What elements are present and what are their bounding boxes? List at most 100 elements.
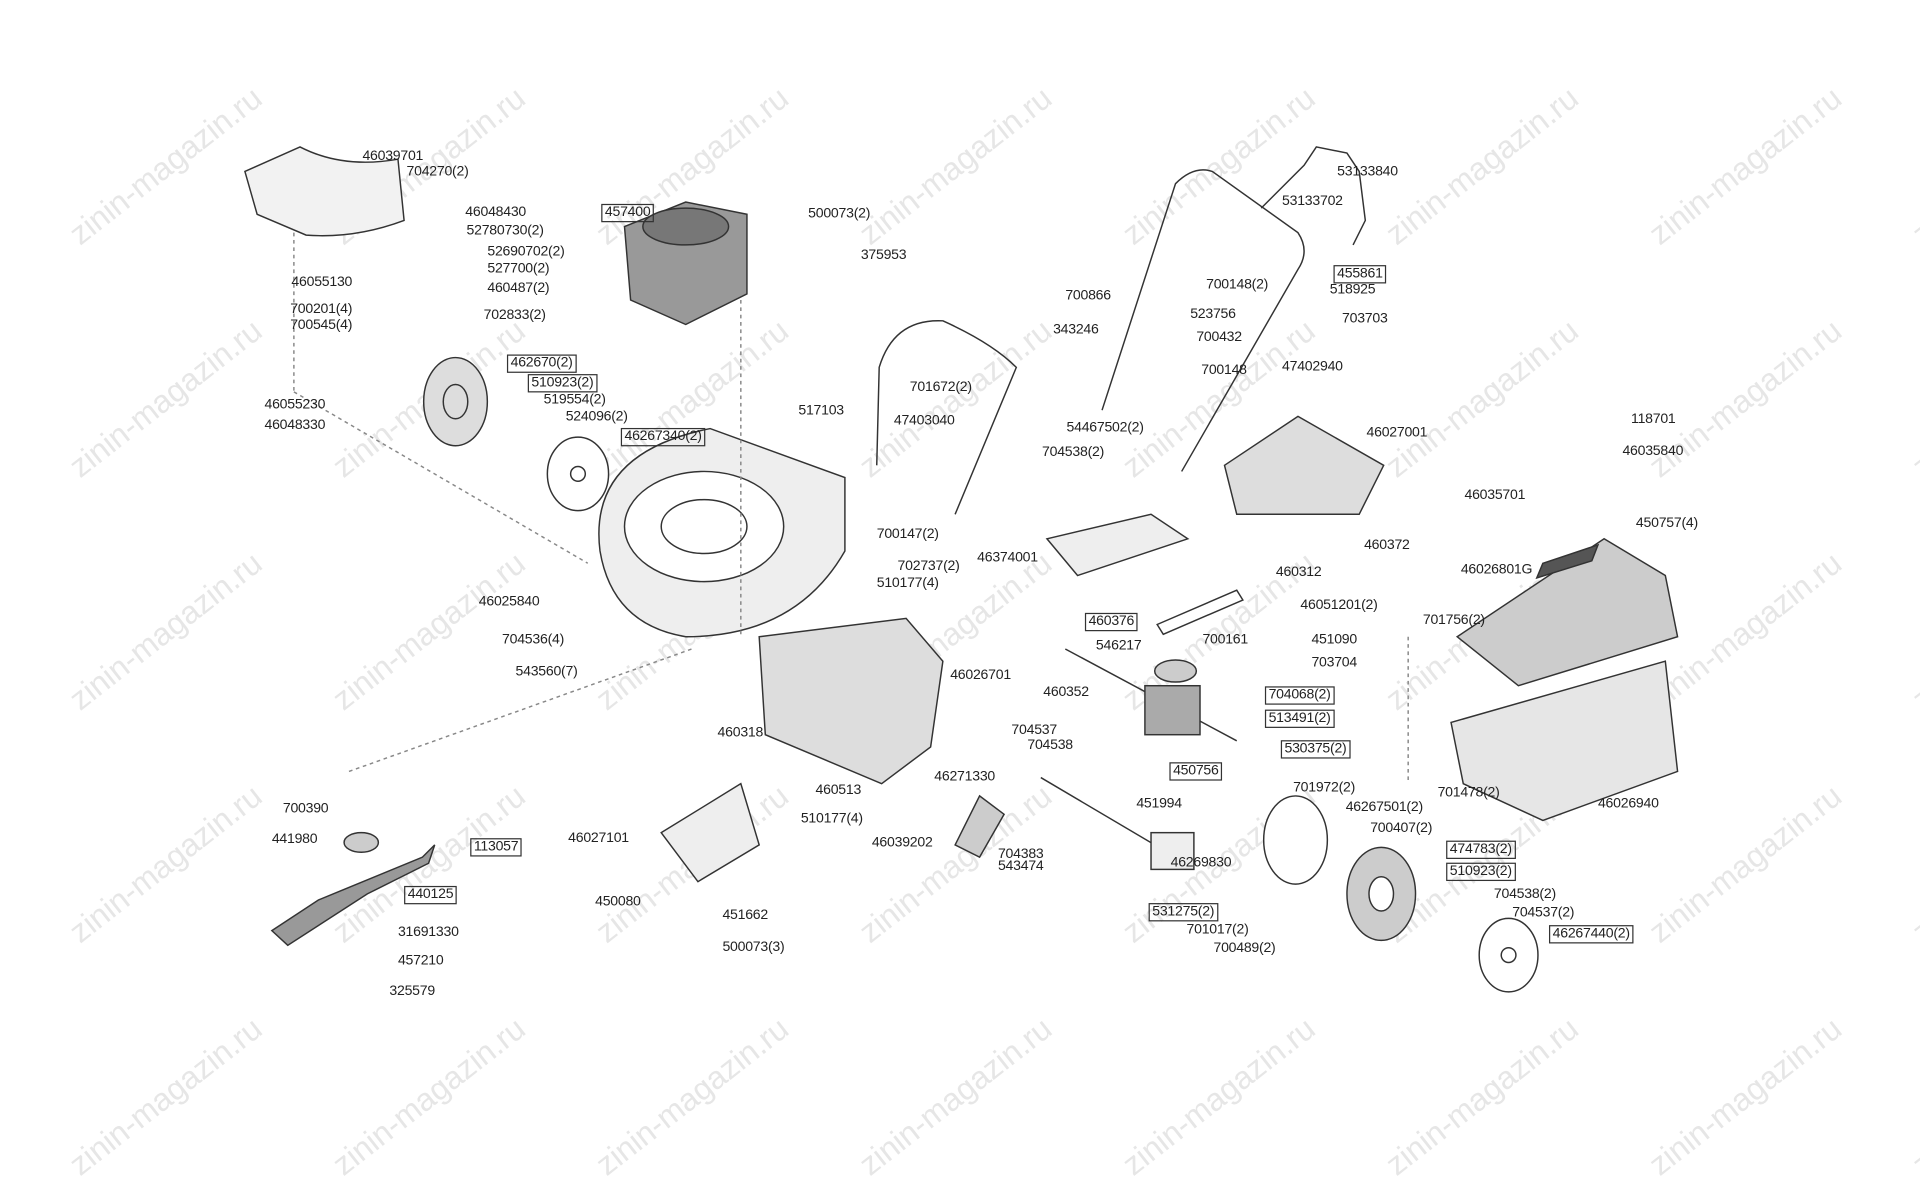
part-number-label: 375953: [860, 247, 907, 263]
part-number-label: 451662: [722, 907, 768, 923]
part-number-label: 46271330: [934, 769, 996, 785]
part-number-label: 510177(4): [876, 576, 939, 591]
part-number-label: 46039701: [362, 148, 424, 164]
part-number-label: 31691330: [397, 925, 459, 940]
part-number-label: 704536(4): [502, 632, 565, 648]
part-number-label: 510177(4): [800, 811, 863, 826]
part-number-label: 518925: [1329, 282, 1376, 297]
part-number-label: 52780730(2): [466, 223, 544, 239]
part-number-label: 46267440(2): [1548, 925, 1634, 944]
gearbox-axle: [1040, 648, 1238, 871]
part-number-label: 531275(2): [1148, 903, 1218, 922]
part-number-label: 46055130: [291, 274, 353, 290]
part-number-label: 519554(2): [543, 392, 606, 408]
part-number-label: 701972(2): [1293, 780, 1356, 796]
part-number-label: 701672(2): [909, 380, 972, 395]
part-number-label: 46048430: [465, 205, 527, 220]
drive-belt: [1156, 589, 1244, 636]
part-number-label: 460352: [1043, 685, 1089, 700]
part-number-label: 54467502(2): [1066, 420, 1144, 436]
part-number-label: 523756: [1190, 306, 1236, 322]
part-number-label: 700545(4): [290, 317, 353, 333]
part-number-label: 460318: [717, 725, 764, 741]
part-number-label: 450756: [1169, 762, 1223, 781]
part-number-label: 46048330: [264, 418, 326, 433]
part-number-label: 47403040: [893, 413, 955, 428]
part-number-label: 700866: [1065, 288, 1111, 304]
part-number-label: 513491(2): [1264, 709, 1335, 728]
part-number-label: 704538(2): [1493, 887, 1556, 902]
part-number-label: 460487(2): [487, 281, 550, 296]
part-number-label: 46026701: [950, 667, 1011, 683]
part-number-label: 455861: [1333, 265, 1387, 284]
part-number-label: 474783(2): [1446, 840, 1516, 859]
part-number-label: 46035840: [1622, 443, 1684, 459]
part-number-label: 457210: [397, 953, 444, 968]
part-number-label: 325579: [389, 983, 435, 999]
mower-deck: [598, 427, 846, 638]
part-number-label: 700489(2): [1213, 941, 1276, 956]
part-number-label: 460372: [1364, 538, 1410, 553]
part-number-label: 700407(2): [1370, 821, 1433, 836]
part-number-label: 460312: [1275, 565, 1322, 580]
part-number-label: 700201(4): [290, 301, 353, 317]
part-number-label: 118701: [1631, 412, 1676, 427]
mulch-plug: [1045, 513, 1190, 577]
part-number-label: 113057: [470, 838, 523, 857]
part-number-label: 500073(2): [808, 206, 871, 222]
part-number-label: 46374001: [977, 550, 1038, 566]
part-number-label: 702737(2): [897, 558, 960, 574]
mulch-insert: [660, 782, 761, 883]
exploded-view-drawing: [244, 146, 1679, 993]
assembly-guide-lines: [293, 232, 1409, 784]
part-number-label: 46269830: [1170, 855, 1232, 871]
part-number-label: 462670(2): [506, 354, 577, 373]
part-number-label: 527700(2): [487, 261, 550, 277]
part-number-label: 701478(2): [1437, 785, 1500, 801]
height-adjust-lever: [954, 794, 1006, 859]
part-number-label: 46026801G: [1460, 562, 1533, 578]
part-number-label: 703704: [1311, 655, 1357, 671]
part-number-label: 52690702(2): [487, 244, 565, 259]
part-number-label: 457400: [601, 203, 655, 223]
part-number-label: 46035701: [1464, 487, 1526, 503]
part-number-label: 451090: [1311, 632, 1357, 648]
part-number-label: 543474: [997, 858, 1044, 874]
part-number-label: 46039202: [871, 835, 933, 851]
part-number-label: 704537: [1011, 723, 1057, 738]
part-number-label: 46267340(2): [620, 427, 706, 447]
part-number-label: 46055230: [264, 397, 326, 413]
part-number-label: 343246: [1053, 322, 1099, 338]
part-number-label: 546217: [1095, 638, 1142, 654]
part-number-label: 46027001: [1366, 425, 1428, 441]
rear-flap: [1223, 415, 1385, 516]
rear-discharge-chute: [758, 617, 944, 785]
upper-handle: [1101, 146, 1367, 472]
part-number-label: 517103: [798, 403, 844, 419]
part-number-label: 46025840: [478, 594, 540, 610]
part-number-label: 704068(2): [1264, 686, 1335, 705]
part-number-label: 460376: [1084, 612, 1138, 632]
part-number-label: 701756(2): [1422, 612, 1485, 628]
part-number-label: 704538: [1027, 737, 1073, 753]
part-number-label: 46026940: [1597, 796, 1659, 812]
part-number-label: 700390: [282, 801, 329, 817]
rear-right-wheel: [1262, 795, 1539, 993]
rear-left-wheel: [422, 356, 610, 512]
part-number-label: 700147(2): [876, 527, 939, 542]
part-number-label: 47402940: [1282, 359, 1343, 375]
part-number-label: 500073(3): [722, 939, 785, 955]
part-number-label: 46051201(2): [1300, 598, 1378, 613]
part-number-label: 440125: [404, 885, 457, 905]
part-number-label: 704537(2): [1512, 905, 1575, 921]
part-number-label: 704270(2): [406, 164, 469, 180]
part-number-label: 460513: [815, 783, 862, 798]
part-number-label: 700148: [1201, 363, 1247, 378]
part-number-label: 704383: [997, 846, 1044, 862]
part-number-label: 524096(2): [565, 409, 628, 425]
part-number-label: 46027101: [568, 830, 629, 846]
part-number-label: 700148(2): [1206, 277, 1269, 293]
part-number-label: 543560(7): [515, 664, 578, 679]
part-number-label: 510923(2): [527, 374, 598, 393]
